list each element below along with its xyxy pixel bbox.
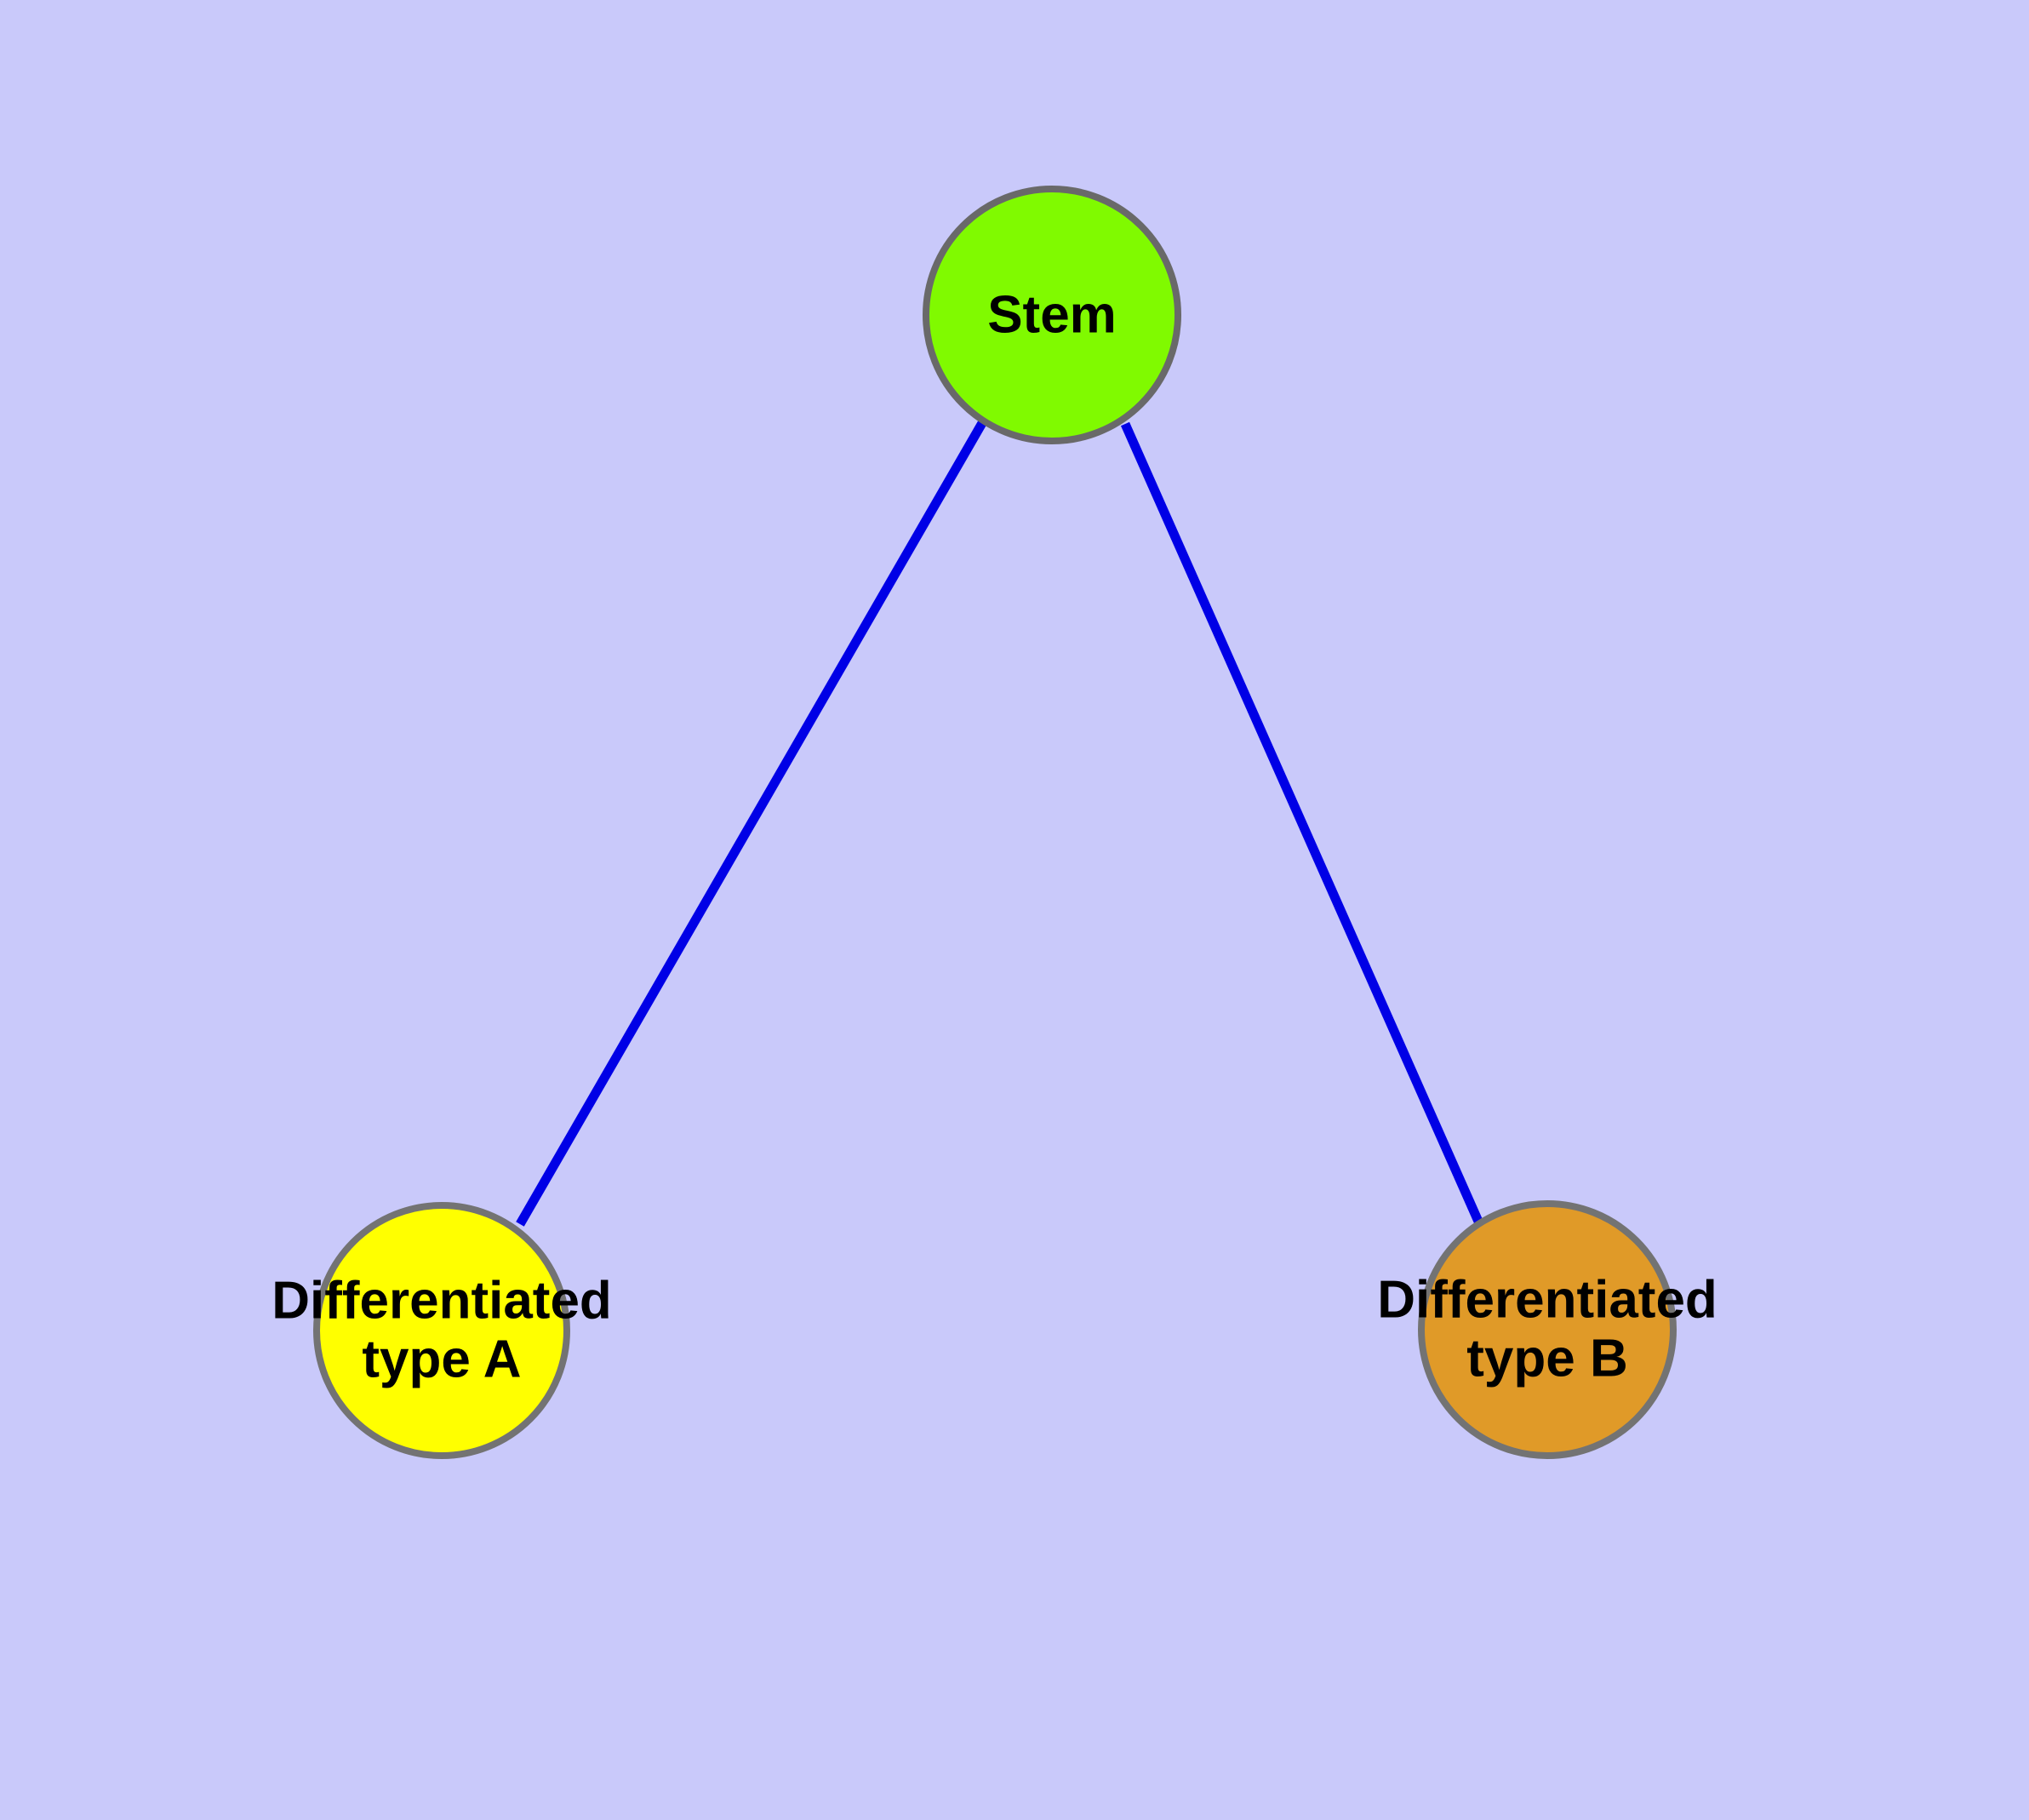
node-layer bbox=[313, 186, 1677, 1459]
edge-stem-to-differentiated-type-a bbox=[516, 421, 986, 1227]
node-differentiated-type-a[interactable] bbox=[313, 1202, 570, 1459]
edge-stem-to-differentiated-type-b bbox=[1120, 421, 1484, 1226]
node-stem[interactable] bbox=[923, 186, 1181, 444]
edge-layer bbox=[516, 421, 1484, 1227]
node-differentiated-type-b[interactable] bbox=[1418, 1200, 1677, 1459]
